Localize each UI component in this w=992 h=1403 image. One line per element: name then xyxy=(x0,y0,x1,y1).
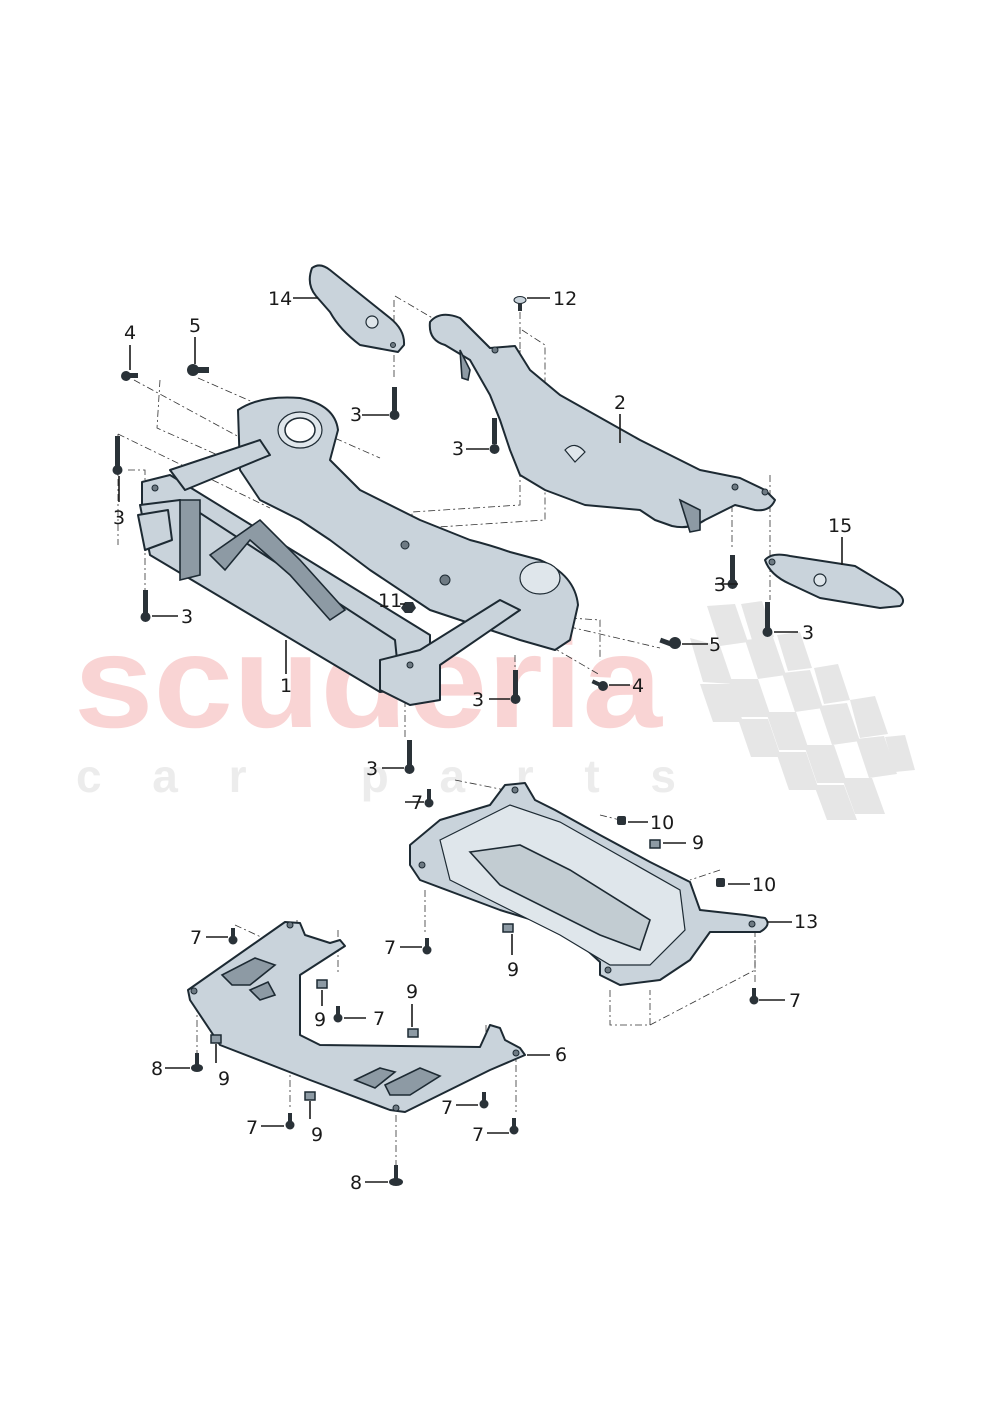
rivet-icon xyxy=(513,296,527,311)
bolt-icon xyxy=(762,602,773,637)
clip-nut-icon xyxy=(316,979,328,989)
screw-icon xyxy=(422,938,432,955)
callout-9[interactable]: 9 xyxy=(507,959,519,981)
callout-4[interactable]: 4 xyxy=(124,322,136,344)
bolt-icon xyxy=(489,418,500,454)
bolt-icon xyxy=(404,740,415,774)
bolt-icon xyxy=(659,637,681,649)
nut-icon xyxy=(716,878,725,887)
callout-1[interactable]: 1 xyxy=(280,675,292,697)
callout-9[interactable]: 9 xyxy=(692,832,704,854)
callout-15[interactable]: 15 xyxy=(828,515,852,537)
callout-7[interactable]: 7 xyxy=(472,1124,484,1146)
part-13-rear-underbody-panel xyxy=(409,782,769,986)
callout-11[interactable]: 11 xyxy=(378,590,402,612)
leader-lines xyxy=(118,297,843,1183)
part-1-front-subframe xyxy=(137,396,579,706)
callout-7[interactable]: 7 xyxy=(190,927,202,949)
callout-9[interactable]: 9 xyxy=(311,1124,323,1146)
screw-icon xyxy=(389,1165,403,1186)
callout-7[interactable]: 7 xyxy=(246,1117,258,1139)
callout-labels: 14 12 4 5 3 3 2 3 15 3 11 3 5 3 1 4 3 3 … xyxy=(113,288,852,1194)
part-15-bracket xyxy=(764,553,905,609)
nut-icon xyxy=(617,816,626,825)
screw-icon xyxy=(749,988,759,1005)
callout-3[interactable]: 3 xyxy=(802,622,814,644)
screw-icon xyxy=(121,371,138,381)
watermark: scuderia c a r p a r t s xyxy=(74,601,915,820)
callout-2[interactable]: 2 xyxy=(614,392,626,414)
clip-nut-icon xyxy=(304,1091,316,1101)
callout-3[interactable]: 3 xyxy=(472,689,484,711)
callout-3[interactable]: 3 xyxy=(113,507,125,529)
callout-12[interactable]: 12 xyxy=(553,288,577,310)
fasteners xyxy=(112,296,773,1186)
callout-7[interactable]: 7 xyxy=(384,937,396,959)
checkered-flag-watermark xyxy=(690,601,915,820)
screw-icon xyxy=(285,1113,295,1130)
callout-8[interactable]: 8 xyxy=(350,1172,362,1194)
bolt-icon xyxy=(140,590,151,622)
clip-nut-icon xyxy=(407,1028,419,1038)
callout-3[interactable]: 3 xyxy=(714,574,726,596)
callout-6[interactable]: 6 xyxy=(555,1044,567,1066)
callout-3[interactable]: 3 xyxy=(350,404,362,426)
callout-9[interactable]: 9 xyxy=(218,1068,230,1090)
callout-10[interactable]: 10 xyxy=(650,812,674,834)
screw-icon xyxy=(424,789,434,808)
callout-7[interactable]: 7 xyxy=(411,792,423,814)
screw-icon xyxy=(509,1118,519,1135)
bolt-icon xyxy=(112,436,123,475)
callout-7[interactable]: 7 xyxy=(789,990,801,1012)
callout-7[interactable]: 7 xyxy=(441,1097,453,1119)
part-6-front-underbody-panel xyxy=(187,921,526,1113)
callout-13[interactable]: 13 xyxy=(794,911,818,933)
callout-3[interactable]: 3 xyxy=(181,606,193,628)
callout-9[interactable]: 9 xyxy=(406,981,418,1003)
callout-7[interactable]: 7 xyxy=(373,1008,385,1030)
callout-3[interactable]: 3 xyxy=(452,438,464,460)
screw-icon xyxy=(228,928,238,945)
clip-nut-icon xyxy=(502,923,514,933)
clip-nut-icon xyxy=(210,1034,222,1044)
bolt-icon xyxy=(510,670,521,704)
callout-9[interactable]: 9 xyxy=(314,1009,326,1031)
bolt-icon xyxy=(187,364,209,376)
screw-icon xyxy=(333,1006,343,1023)
callout-14[interactable]: 14 xyxy=(268,288,292,310)
part-2-rear-crossmember xyxy=(428,313,776,533)
screw-icon xyxy=(479,1092,489,1109)
callout-10[interactable]: 10 xyxy=(752,874,776,896)
part-14-bracket xyxy=(308,264,406,353)
screw-icon xyxy=(191,1053,203,1072)
screw-icon xyxy=(591,679,608,691)
clip-nut-icon xyxy=(649,839,661,849)
callout-5[interactable]: 5 xyxy=(189,315,201,337)
callout-4[interactable]: 4 xyxy=(632,675,644,697)
callout-5[interactable]: 5 xyxy=(709,634,721,656)
bolt-icon xyxy=(389,387,400,420)
callout-3[interactable]: 3 xyxy=(366,758,378,780)
callout-8[interactable]: 8 xyxy=(151,1058,163,1080)
